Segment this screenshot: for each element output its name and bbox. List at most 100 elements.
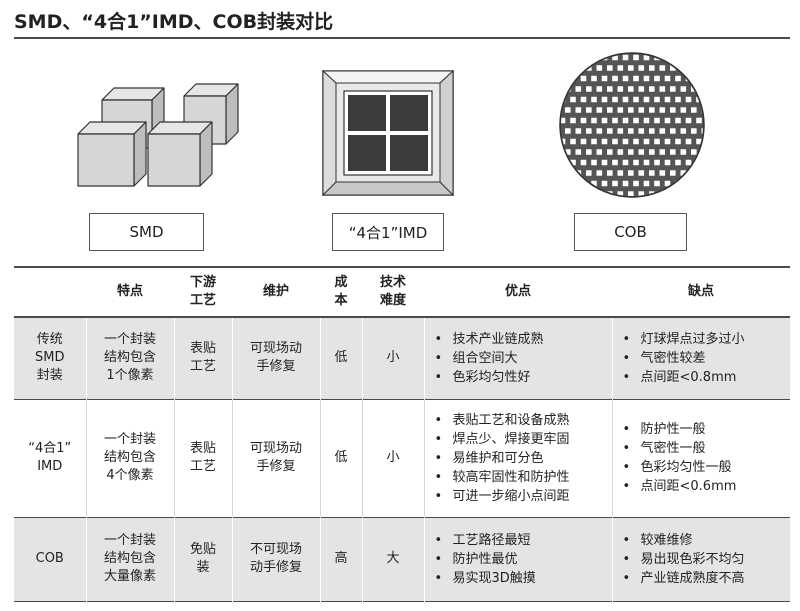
cob-die — [568, 116, 578, 125]
cob-die — [631, 179, 641, 188]
cob-die — [689, 105, 699, 115]
header-cell: 优点 — [424, 266, 612, 318]
row-cons: 较难维修 易出现色彩不均匀 产业链成熟度不高 — [611, 517, 790, 601]
cob-die — [652, 158, 662, 167]
cob-die — [568, 137, 578, 146]
cob-die — [700, 63, 703, 73]
cob-die — [658, 63, 667, 73]
row-feature: 一个封装 结构包含 1个像素 — [85, 317, 174, 399]
cob-die — [563, 126, 573, 136]
cob-die — [684, 116, 693, 125]
cob-die — [574, 63, 583, 73]
imd-4in1-icon — [322, 70, 454, 196]
cob-die — [626, 168, 636, 178]
pros-list: 技术产业链成熟 组合空间大 色彩均匀性好 — [425, 330, 612, 387]
cob-die — [637, 168, 646, 178]
header-cell: 特点 — [86, 266, 174, 318]
cob-die — [689, 126, 699, 136]
cob-die — [579, 74, 588, 83]
cob-die — [642, 179, 651, 188]
cob-die — [616, 147, 625, 157]
cob-die — [600, 158, 609, 167]
list-item: 色彩均匀性好 — [435, 368, 612, 387]
cob-die — [673, 54, 683, 62]
row-feature: 一个封装 结构包含 大量像素 — [85, 517, 174, 601]
cob-die — [561, 179, 567, 188]
row-feature: 一个封装 结构包含 4个像素 — [85, 399, 174, 517]
cob-die — [652, 95, 662, 104]
cob-die — [605, 105, 614, 115]
cob-die — [561, 158, 567, 167]
cob-die — [706, 96, 707, 103]
header-cell — [14, 266, 86, 318]
list-item: 气密性较差 — [623, 349, 791, 368]
cob-die — [616, 168, 625, 178]
cob-die — [595, 105, 604, 115]
cob-die — [673, 74, 683, 83]
list-item: 气密性一般 — [623, 439, 791, 458]
list-item: 防护性最优 — [435, 550, 612, 569]
cob-die — [589, 158, 599, 167]
row-difficulty: 大 — [361, 517, 424, 601]
cob-die — [589, 137, 599, 146]
cob-die — [626, 84, 636, 94]
cob-die — [647, 63, 657, 73]
cob-die — [610, 74, 620, 83]
cob-die — [561, 54, 567, 62]
list-item: 工艺路径最短 — [435, 531, 612, 550]
list-item: 较高牢固性和防护性 — [435, 468, 612, 487]
cob-die — [579, 54, 588, 62]
cob-die — [595, 84, 604, 94]
cob-label: COB — [574, 213, 687, 251]
list-item: 焊点少、焊接更牢固 — [435, 430, 612, 449]
cob-die — [637, 105, 646, 115]
cob-die — [642, 95, 651, 104]
list-item: 色彩均匀性一般 — [623, 458, 791, 477]
cob-die — [621, 74, 630, 83]
cob-die — [595, 189, 604, 196]
row-cons: 防护性一般 气密性一般 色彩均匀性一般 点间距<0.6mm — [611, 399, 791, 517]
cob-die — [679, 84, 688, 94]
cob-die — [579, 95, 588, 104]
cob-die — [652, 116, 662, 125]
cob-die — [616, 63, 625, 73]
page-title: SMD、“4合1”IMD、COB封装对比 — [14, 11, 334, 33]
cob-die — [631, 116, 641, 125]
cob-die — [605, 147, 614, 157]
cob-die — [574, 105, 583, 115]
header-cell: 缺点 — [612, 266, 790, 318]
cob-die — [700, 168, 703, 178]
table-row: COB 一个封装 结构包含 大量像素 免贴 装 不可现场 动手修复 高 大 工艺… — [14, 517, 790, 601]
cob-die — [616, 105, 625, 115]
cob-die — [694, 179, 703, 188]
cob-die — [706, 159, 707, 166]
cob-die — [595, 168, 604, 178]
cob-die — [621, 95, 630, 104]
cob-die — [684, 158, 693, 167]
cob-die — [595, 126, 604, 136]
row-maintenance: 可现场动 手修复 — [231, 317, 320, 399]
header-cell: 下游 工艺 — [174, 266, 232, 318]
cob-die — [584, 168, 593, 178]
cob-die — [637, 147, 646, 157]
cob-die — [568, 95, 578, 104]
list-item: 点间距<0.8mm — [623, 368, 791, 387]
cob-die — [647, 147, 657, 157]
cob-die — [668, 189, 678, 196]
cob-die — [689, 168, 699, 178]
cob-die — [700, 189, 703, 196]
cob-die — [605, 63, 614, 73]
cob-die — [563, 105, 573, 115]
cob-die — [658, 84, 667, 94]
cons-list: 防护性一般 气密性一般 色彩均匀性一般 点间距<0.6mm — [613, 420, 791, 496]
cob-die — [706, 54, 707, 61]
cob-die — [673, 95, 683, 104]
cob-die — [600, 95, 609, 104]
list-item: 技术产业链成熟 — [435, 330, 612, 349]
row-cost: 低 — [319, 399, 362, 517]
cob-die — [568, 54, 578, 62]
cob-die — [610, 116, 620, 125]
cob-die — [694, 158, 703, 167]
cob-die — [689, 147, 699, 157]
cob-die — [631, 54, 641, 62]
